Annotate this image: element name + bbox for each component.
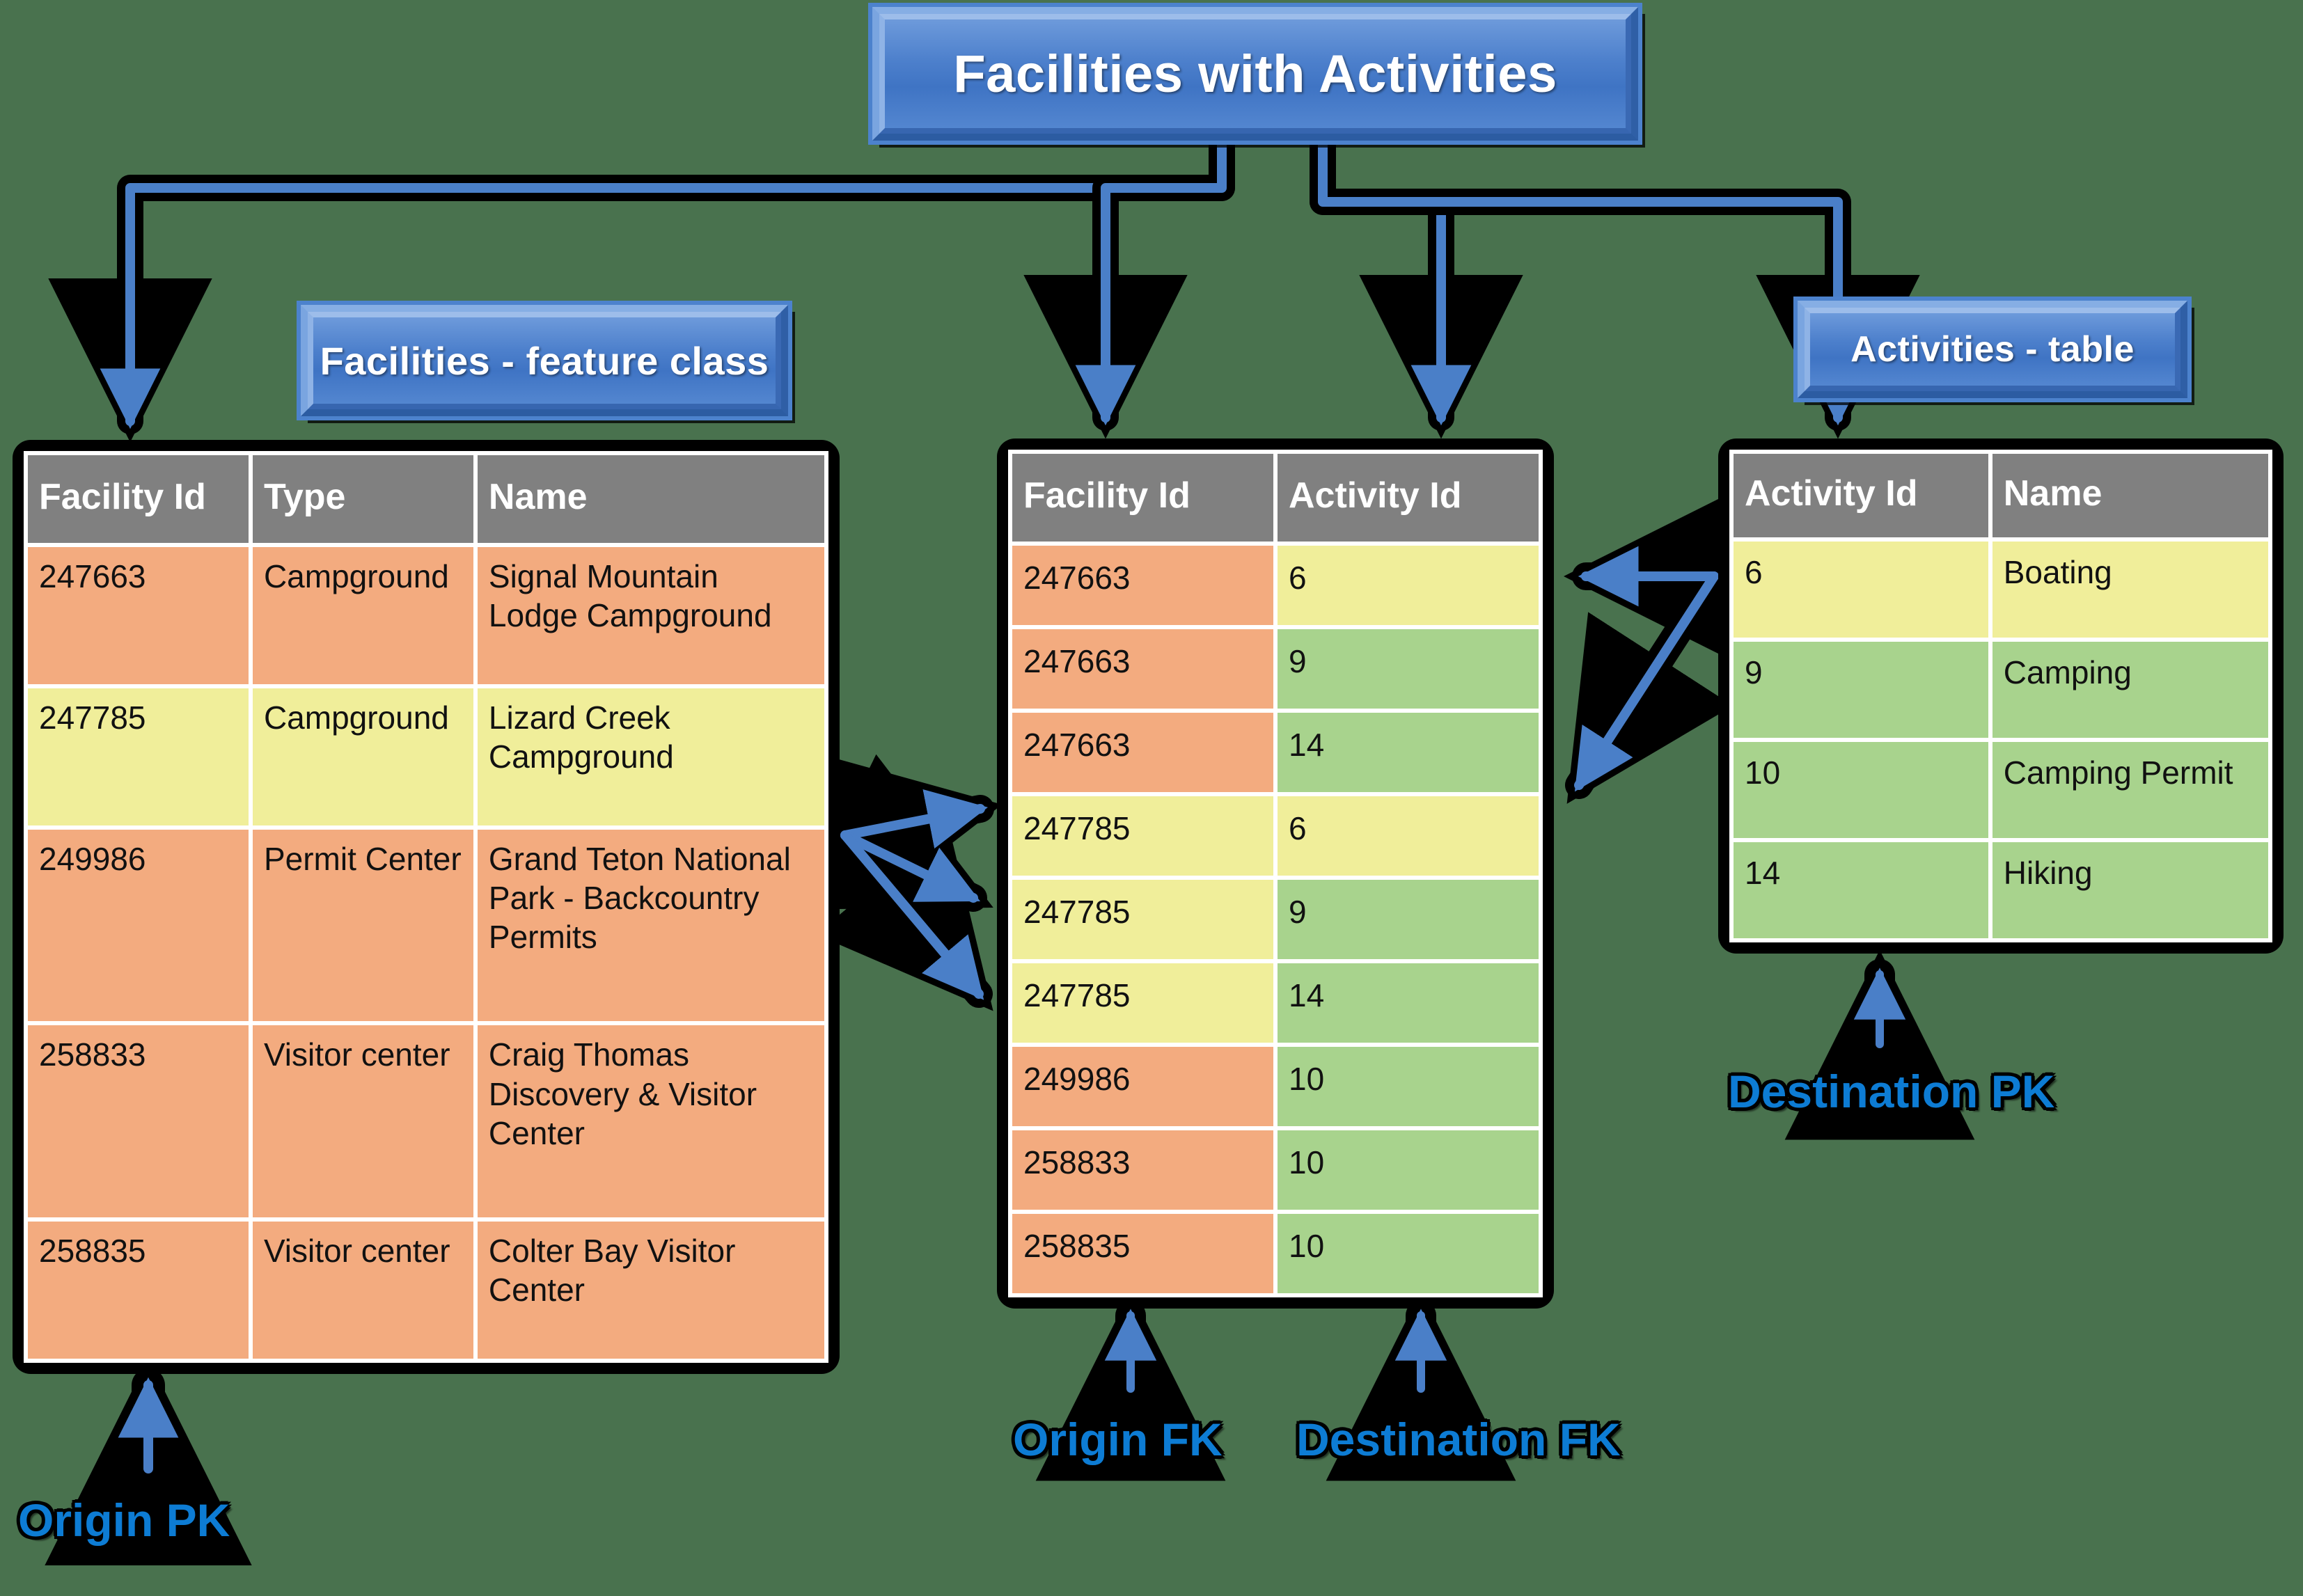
column-header-facility-id: Facility Id bbox=[1012, 454, 1273, 542]
cell-type: Visitor center bbox=[252, 1222, 473, 1359]
column-header-facility-id: Facility Id bbox=[28, 455, 249, 543]
cell-name: Grand Teton National Park - Backcountry … bbox=[477, 829, 824, 1022]
table-row: 247663 9 bbox=[1012, 629, 1539, 709]
connector-title-to-relationship bbox=[1023, 129, 1235, 439]
table-row: 249986 Permit Center Grand Teton Nationa… bbox=[28, 829, 824, 1022]
table-row: 14 Hiking bbox=[1734, 842, 2268, 938]
table-header-row: Activity Id Name bbox=[1734, 454, 2268, 537]
column-header-activity-id: Activity Id bbox=[1734, 454, 1988, 537]
table-row: 258833 Visitor center Craig Thomas Disco… bbox=[28, 1025, 824, 1218]
table-header-row: Facility Id Activity Id bbox=[1012, 454, 1539, 542]
cell-facility-id: 247785 bbox=[1012, 880, 1273, 959]
cell-activity-id: 14 bbox=[1734, 842, 1988, 938]
label-origin-pk: Origin PK bbox=[18, 1494, 230, 1546]
cell-name: Boating bbox=[1992, 542, 2268, 638]
table-row: 247663 6 bbox=[1012, 546, 1539, 625]
label-destination-fk: Destination FK bbox=[1296, 1414, 1621, 1465]
table-row: 258835 Visitor center Colter Bay Visitor… bbox=[28, 1222, 824, 1359]
diagram-title-plaque: Facilities with Activities bbox=[872, 7, 1638, 141]
table-row: 247785 14 bbox=[1012, 963, 1539, 1043]
cell-facility-id: 258835 bbox=[28, 1222, 249, 1359]
cell-activity-id: 9 bbox=[1278, 629, 1539, 709]
cell-facility-id: 247663 bbox=[1012, 629, 1273, 709]
cell-facility-id: 258833 bbox=[1012, 1130, 1273, 1210]
table-row: 258835 10 bbox=[1012, 1214, 1539, 1293]
cell-name: Hiking bbox=[1992, 842, 2268, 938]
table-row: 10 Camping Permit bbox=[1734, 742, 2268, 838]
cell-name: Craig Thomas Discovery & Visitor Center bbox=[477, 1025, 824, 1218]
cell-activity-id: 6 bbox=[1734, 542, 1988, 638]
cell-facility-id: 247785 bbox=[1012, 796, 1273, 876]
table-row: 247663 14 bbox=[1012, 713, 1539, 792]
cell-type: Campground bbox=[252, 547, 473, 684]
cell-name: Lizard Creek Campground bbox=[477, 688, 824, 825]
table-row: 247663 Campground Signal Mountain Lodge … bbox=[28, 547, 824, 684]
cell-activity-id: 10 bbox=[1278, 1130, 1539, 1210]
cell-type: Visitor center bbox=[252, 1025, 473, 1218]
label-destination-pk: Destination PK bbox=[1728, 1066, 2055, 1117]
cell-type: Permit Center bbox=[252, 829, 473, 1022]
cell-activity-id: 14 bbox=[1278, 713, 1539, 792]
cell-facility-id: 247785 bbox=[1012, 963, 1273, 1043]
page-title: Facilities with Activities bbox=[953, 44, 1557, 104]
cell-facility-id: 258833 bbox=[28, 1025, 249, 1218]
activities-table-label-plaque: Activities - table bbox=[1798, 301, 2187, 398]
relationship-table: Facility Id Activity Id 247663 6 247663 … bbox=[997, 438, 1554, 1309]
table-row: 247785 9 bbox=[1012, 880, 1539, 959]
cell-name: Colter Bay Visitor Center bbox=[477, 1222, 824, 1359]
cell-activity-id: 9 bbox=[1278, 880, 1539, 959]
cell-activity-id: 9 bbox=[1734, 642, 1988, 738]
column-header-name: Name bbox=[477, 455, 824, 543]
column-header-type: Type bbox=[252, 455, 473, 543]
cell-activity-id: 10 bbox=[1734, 742, 1988, 838]
cell-activity-id: 10 bbox=[1278, 1047, 1539, 1126]
facilities-table: Facility Id Type Name 247663 Campground … bbox=[13, 440, 840, 1374]
cell-activity-id: 6 bbox=[1278, 796, 1539, 876]
activities-table: Activity Id Name 6 Boating 9 Camping 10 … bbox=[1718, 438, 2284, 954]
activities-table-label: Activities - table bbox=[1850, 329, 2135, 370]
cell-facility-id: 258835 bbox=[1012, 1214, 1273, 1293]
cell-facility-id: 247663 bbox=[1012, 546, 1273, 625]
column-header-name: Name bbox=[1992, 454, 2268, 537]
cell-activity-id: 14 bbox=[1278, 963, 1539, 1043]
table-row: 249986 10 bbox=[1012, 1047, 1539, 1126]
cell-name: Camping Permit bbox=[1992, 742, 2268, 838]
cell-facility-id: 247785 bbox=[28, 688, 249, 825]
connector-title-to-activities bbox=[1310, 129, 1920, 439]
connector-activities-to-relationship bbox=[1564, 490, 1737, 804]
connector-title-to-relationship-right bbox=[1310, 129, 1523, 439]
column-header-activity-id: Activity Id bbox=[1278, 454, 1539, 542]
cell-activity-id: 6 bbox=[1278, 546, 1539, 625]
cell-facility-id: 247663 bbox=[28, 547, 249, 684]
label-origin-fk: Origin FK bbox=[1013, 1414, 1223, 1465]
cell-type: Campground bbox=[252, 688, 473, 825]
table-row: 6 Boating bbox=[1734, 542, 2268, 638]
table-row: 9 Camping bbox=[1734, 642, 2268, 738]
table-row: 247785 6 bbox=[1012, 796, 1539, 876]
table-header-row: Facility Id Type Name bbox=[28, 455, 824, 543]
cell-facility-id: 249986 bbox=[1012, 1047, 1273, 1126]
table-row: 258833 10 bbox=[1012, 1130, 1539, 1210]
cell-facility-id: 249986 bbox=[28, 829, 249, 1022]
cell-facility-id: 247663 bbox=[1012, 713, 1273, 792]
facilities-table-label-plaque: Facilities - feature class bbox=[301, 305, 788, 416]
cell-activity-id: 10 bbox=[1278, 1214, 1539, 1293]
cell-name: Signal Mountain Lodge Campground bbox=[477, 547, 824, 684]
facilities-table-label: Facilities - feature class bbox=[320, 338, 769, 383]
table-row: 247785 Campground Lizard Creek Campgroun… bbox=[28, 688, 824, 825]
connector-facilities-to-relationship-fan bbox=[800, 752, 1003, 1011]
cell-name: Camping bbox=[1992, 642, 2268, 738]
